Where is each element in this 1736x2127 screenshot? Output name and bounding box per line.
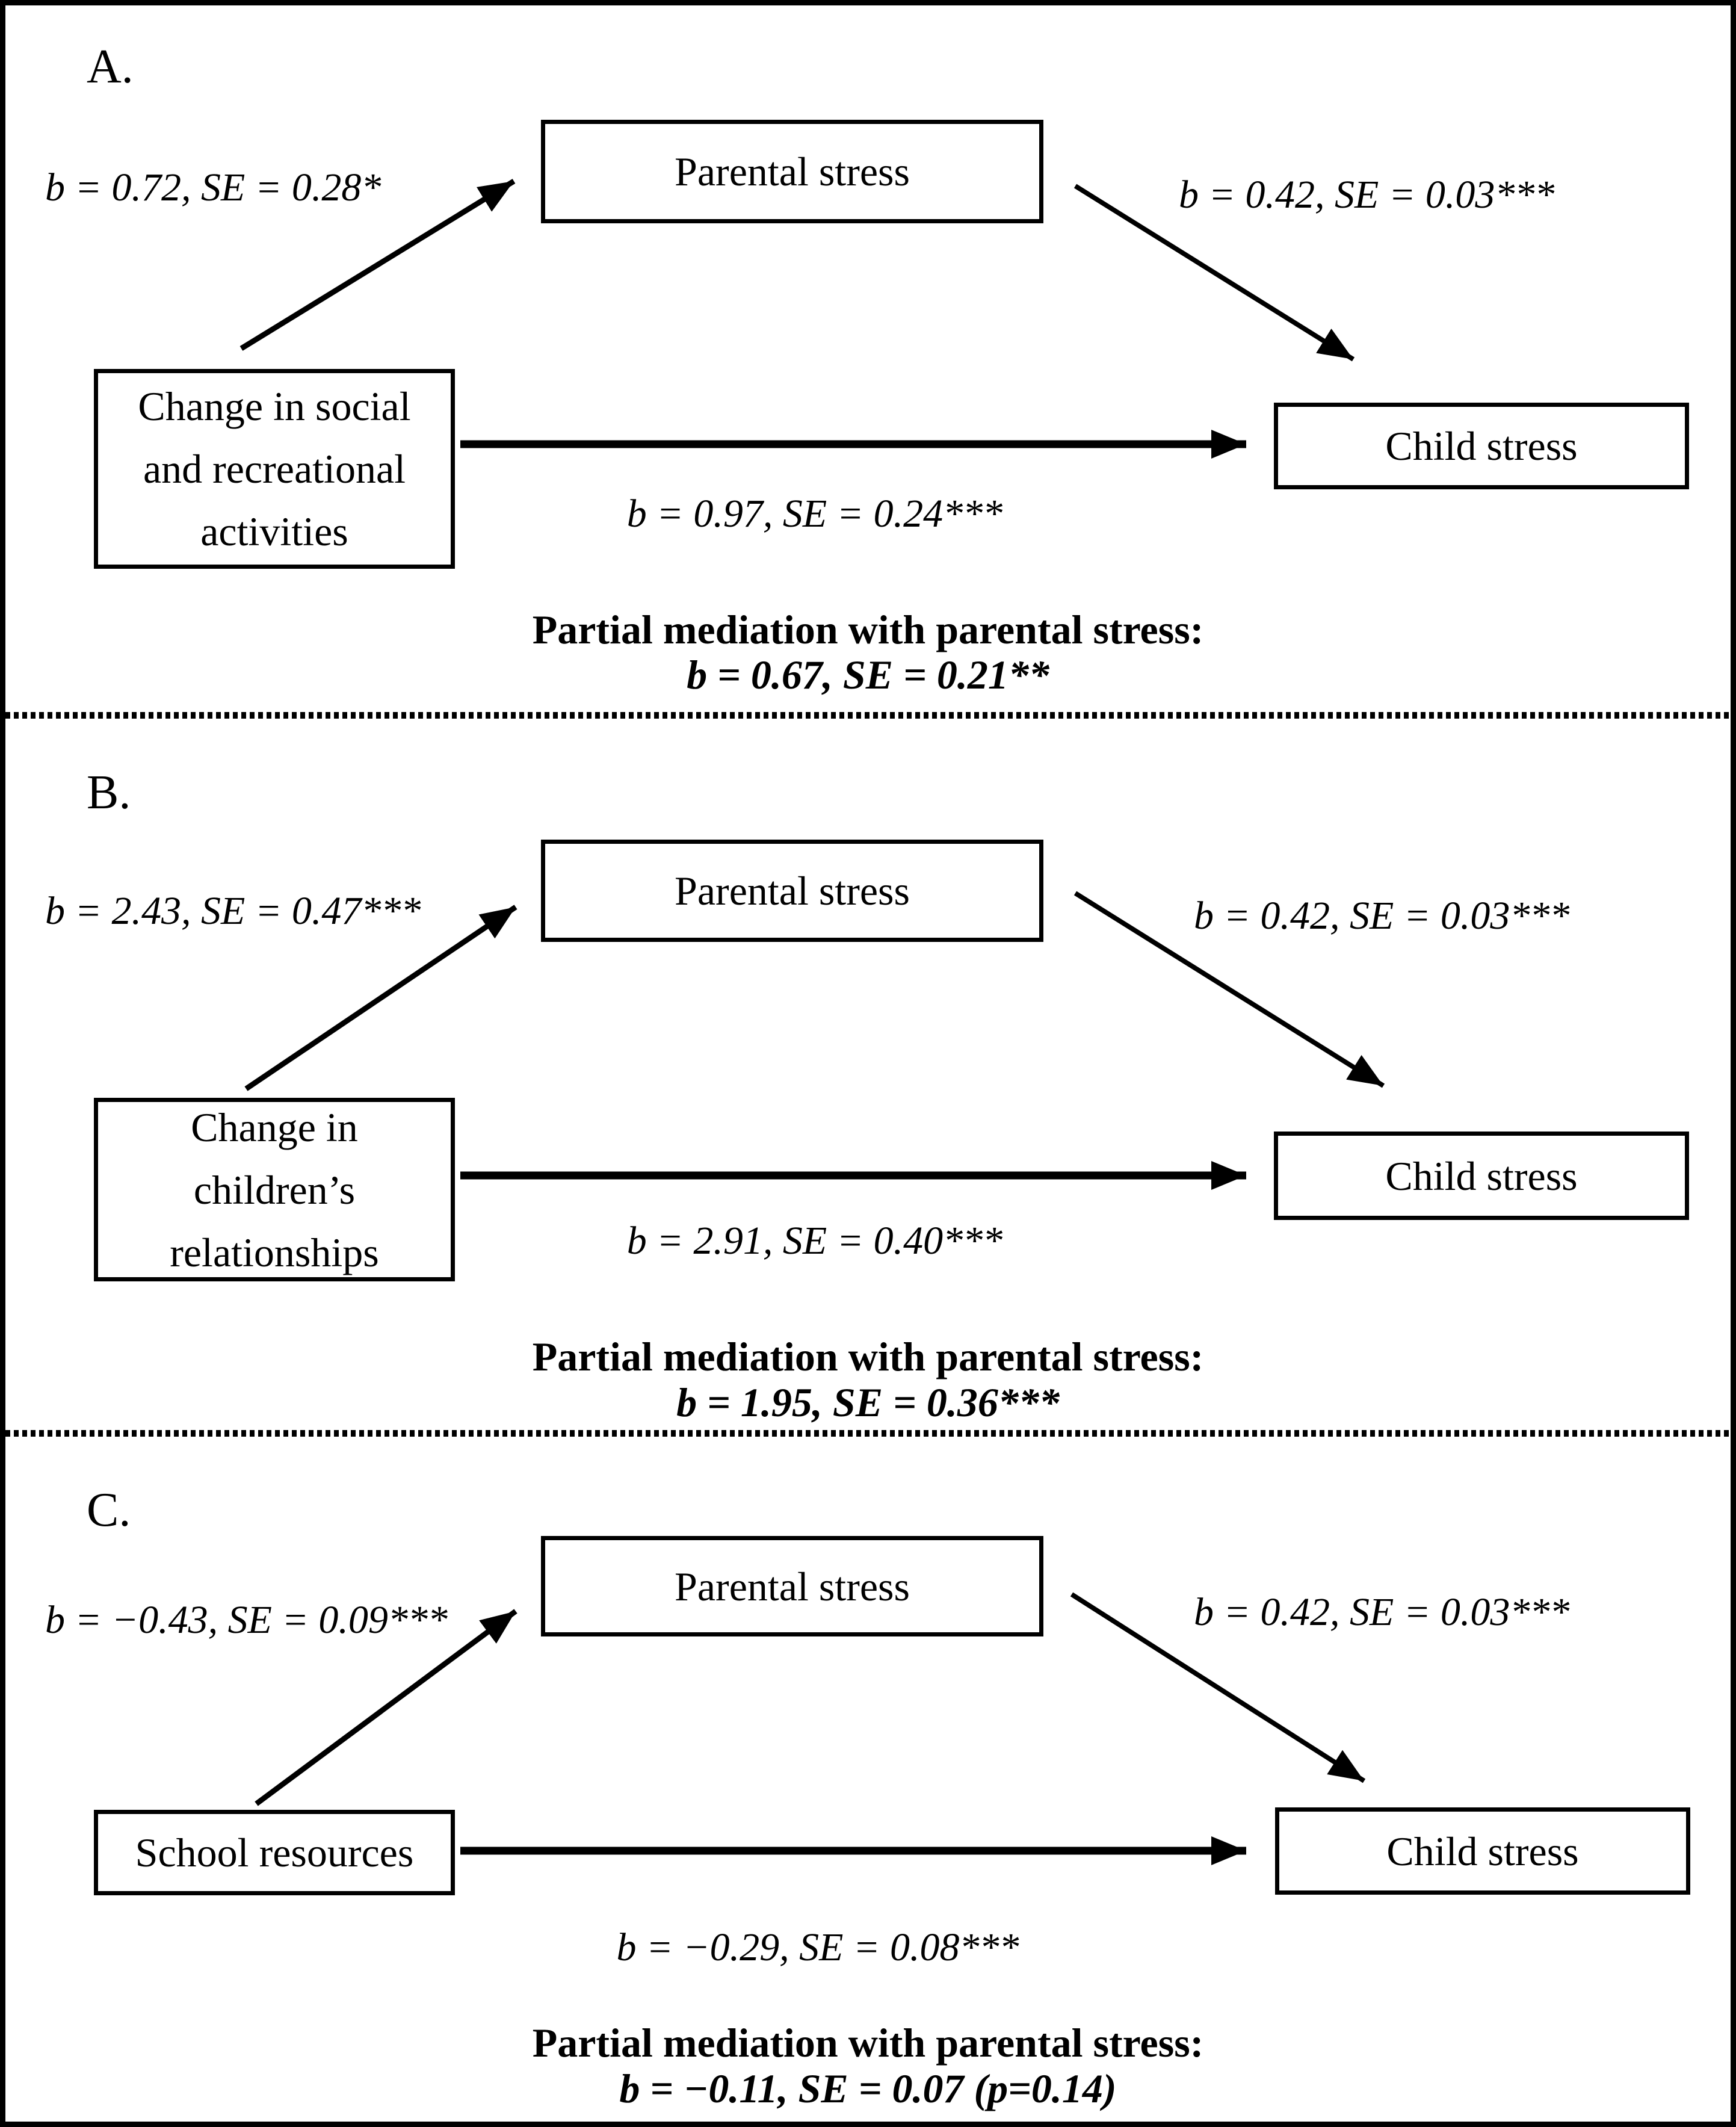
- a-path-arrow: [244, 905, 517, 1091]
- b-path-coefficient: b = 0.42, SE = 0.03***: [1194, 1590, 1570, 1634]
- direct-path-coefficient: b = −0.29, SE = 0.08***: [616, 1925, 1019, 1969]
- a-path-coefficient: b = 2.43, SE = 0.47***: [45, 889, 421, 933]
- predictor-label-line: children’s: [193, 1166, 356, 1213]
- mediation-summary-estimate: b = −0.11, SE = 0.07 (p=0.14): [619, 2066, 1117, 2111]
- mediation-summary-estimate: b = 0.67, SE = 0.21**: [687, 652, 1049, 698]
- direct-path-coefficient: b = 2.91, SE = 0.40***: [626, 1219, 1003, 1263]
- mediator-label: Parental stress: [675, 149, 910, 194]
- mediator-label: Parental stress: [675, 868, 910, 914]
- predictor-label-line: and recreational: [143, 446, 406, 492]
- predictor-box: Change in children’s relationships: [94, 1098, 455, 1281]
- panel-label: A.: [87, 40, 134, 93]
- a-path-coefficient: b = −0.43, SE = 0.09***: [45, 1598, 448, 1642]
- mediation-summary-estimate: b = 1.95, SE = 0.36***: [676, 1379, 1060, 1425]
- a-path-coefficient: b = 0.72, SE = 0.28*: [45, 166, 381, 209]
- b-path-coefficient: b = 0.42, SE = 0.03***: [1194, 894, 1570, 938]
- predictor-label-line: relationships: [170, 1229, 379, 1275]
- outcome-box: Child stress: [1275, 1807, 1690, 1895]
- mediator-box: Parental stress: [541, 840, 1043, 942]
- mediator-box: Parental stress: [541, 120, 1043, 223]
- outcome-label: Child stress: [1386, 1828, 1579, 1874]
- outcome-label: Child stress: [1385, 1153, 1578, 1199]
- mediator-box: Parental stress: [541, 1536, 1043, 1636]
- outcome-label: Child stress: [1385, 423, 1578, 469]
- outcome-box: Child stress: [1274, 1132, 1689, 1220]
- predictor-label-line: Change in social: [138, 383, 411, 429]
- predictor-label-line: School resources: [135, 1830, 414, 1875]
- outcome-box: Child stress: [1274, 403, 1689, 489]
- panel-label: B.: [87, 766, 131, 819]
- predictor-box: Change in social and recreational activi…: [94, 369, 455, 569]
- panel-label: C.: [87, 1484, 131, 1537]
- dotted-divider: [5, 1430, 1731, 1437]
- mediation-summary-title: Partial mediation with parental stress:: [532, 2020, 1204, 2066]
- mediation-summary-title: Partial mediation with parental stress:: [532, 607, 1204, 652]
- predictor-label-line: Change in: [191, 1104, 358, 1150]
- dotted-divider: [5, 712, 1731, 719]
- predictor-box: School resources: [94, 1810, 455, 1895]
- mediator-label: Parental stress: [675, 1563, 910, 1609]
- predictor-label-line: activities: [200, 509, 348, 554]
- b-path-coefficient: b = 0.42, SE = 0.03***: [1179, 173, 1555, 217]
- mediation-summary-title: Partial mediation with parental stress:: [532, 1334, 1204, 1379]
- direct-path-coefficient: b = 0.97, SE = 0.24***: [626, 492, 1003, 536]
